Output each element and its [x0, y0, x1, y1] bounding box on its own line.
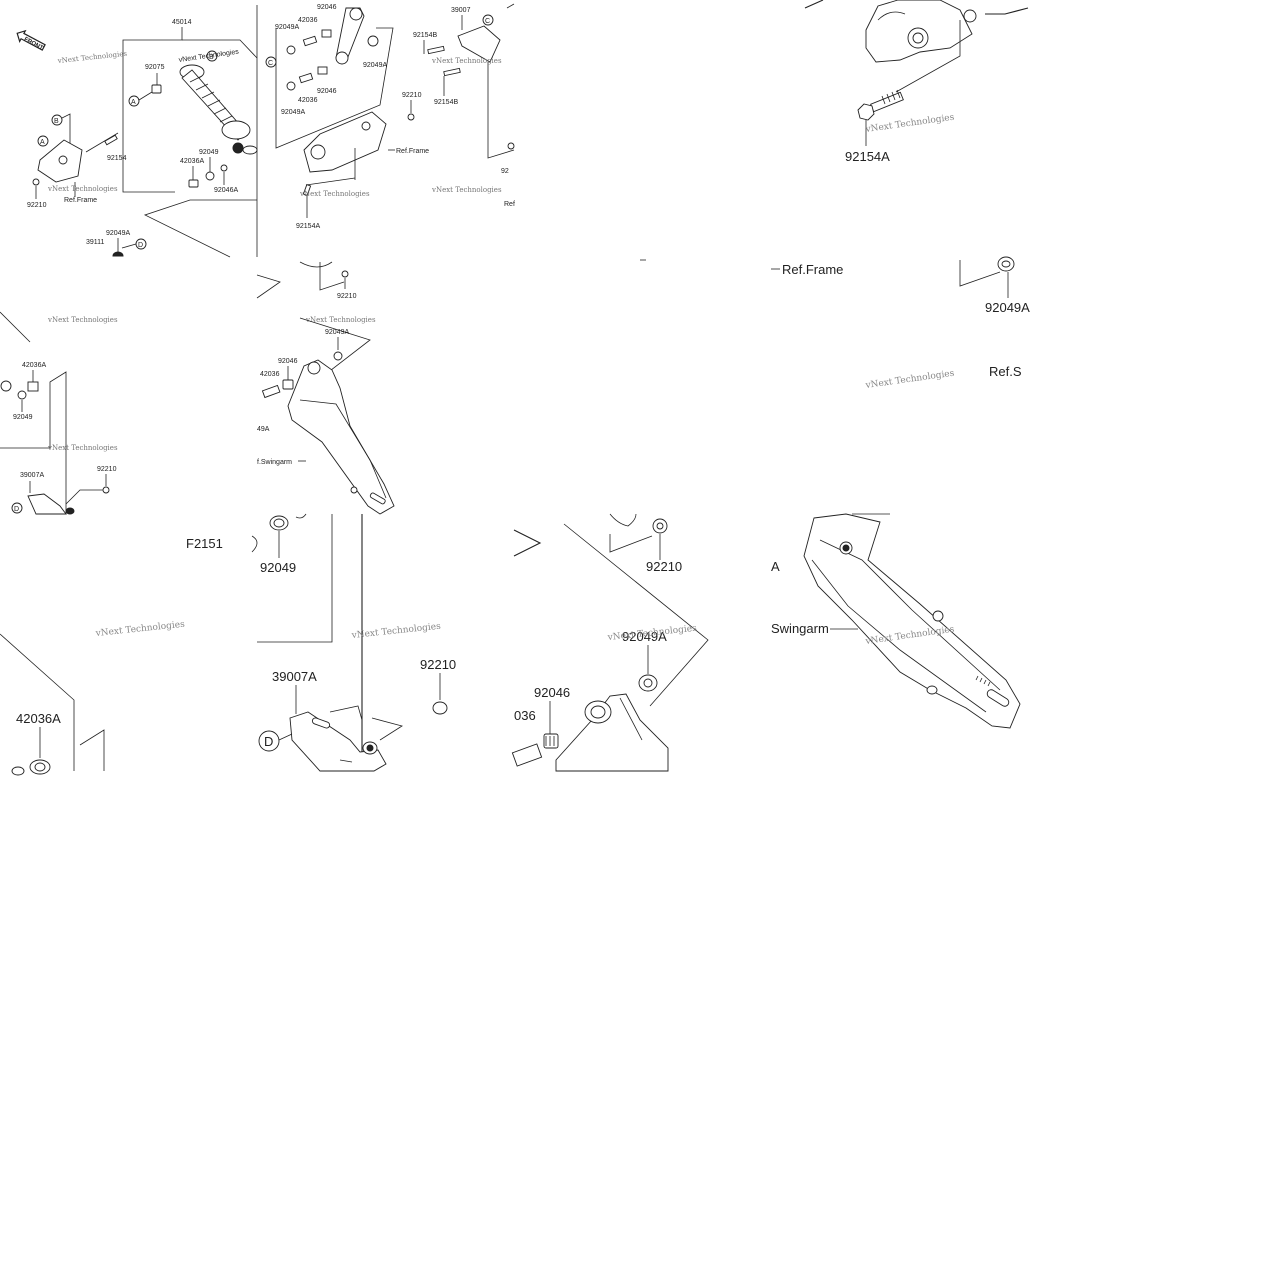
watermark-tiny: vNext Technologies [47, 185, 118, 193]
tile-overview-shock: FRONT vNext Technologies 45014 B vNext T… [16, 19, 258, 258]
part-92210-c: 92210 [97, 466, 117, 473]
part-92049A-mid: 92049A [363, 62, 387, 69]
watermark-small: vNext Technologies [178, 49, 239, 64]
link-arm-icon [555, 693, 669, 772]
z-part-92049A-b: 92049A [622, 629, 667, 644]
part-92210-d: 92210 [337, 293, 357, 300]
part-92075: 92075 [145, 64, 165, 71]
z-part-92154A: 92154A [845, 149, 890, 164]
part-42036A: 42036A [180, 158, 204, 165]
part-92046-d: 92046 [278, 358, 298, 365]
watermark-tiny-6: vNext Technologies [47, 444, 118, 452]
left-bracket-icon: B A [32, 113, 83, 197]
part-92154B-a: 92154B [413, 32, 437, 39]
z-ref-s: Ref.S [989, 364, 1022, 379]
part-42036A-b: 42036A [22, 362, 46, 369]
z-part-39007A: 39007A [272, 669, 317, 684]
callout-d: D [138, 242, 143, 249]
part-92049A: 92049A [106, 230, 130, 237]
bolt-icon [857, 89, 904, 121]
part-42036-d: 42036 [260, 371, 280, 378]
watermark-tiny-5: vNext Technologies [47, 316, 118, 324]
part-92049: 92049 [199, 149, 219, 156]
swingarm-icon [803, 513, 1021, 729]
part-45014: 45014 [172, 19, 192, 26]
part-92049A-top: 92049A [275, 24, 299, 31]
watermark-zoom-1: vNext Technologies [864, 113, 955, 136]
part-49A-cut: 49A [257, 426, 270, 433]
watermark-zoom-3: vNext Technologies [94, 620, 185, 639]
front-arrow-icon: FRONT [16, 29, 46, 52]
watermark-zoom-2: vNext Technologies [864, 369, 955, 392]
watermark-tiny-7: vNext Technologies [305, 316, 376, 324]
part-92154: 92154 [107, 155, 127, 162]
part-92046-top: 92046 [317, 4, 337, 11]
z-part-92049A: 92049A [985, 300, 1030, 315]
watermark-tiny-3: vNext Technologies [431, 186, 502, 194]
callout-d-b: D [14, 506, 19, 513]
part-92049-b: 92049 [13, 414, 33, 421]
part-92046-mid: 92046 [317, 88, 337, 95]
bracket-39007A-icon [289, 711, 387, 772]
callout-b: B [209, 54, 214, 61]
swingarm-icon [287, 359, 395, 515]
watermark-tiny-2: vNext Technologies [299, 190, 370, 198]
tile-overview-linkage: C 92049A 42036 92046 92049A 42036 92046 … [256, 3, 515, 257]
z-ref-frame: Ref.Frame [782, 262, 843, 277]
z-part-92049: 92049 [260, 560, 296, 575]
tile-zoom-ref-frame: Ref.Frame 92049A Ref.S vNext Technologie… [640, 256, 1030, 392]
z-part-92210-b: 92210 [420, 657, 456, 672]
z-part-036: 036 [514, 708, 536, 723]
part-92154A: 92154A [296, 223, 320, 230]
part-39007: 39007 [451, 7, 471, 14]
callout-a-left: A [40, 139, 45, 146]
frame-pivot-icon [303, 111, 395, 173]
watermark: vNext Technologies [56, 50, 127, 65]
z-ref-swingarm: Swingarm [771, 621, 829, 636]
part-39007A-b: 39007A [20, 472, 44, 479]
tile-lower-left: 42036A 92049 vNext Technologies vNext Te… [0, 311, 118, 515]
shock-absorber-icon: B [179, 50, 258, 155]
part-92210-top: 92210 [402, 92, 422, 99]
callout-b-left: B [54, 118, 59, 125]
part-92-cut: 92 [501, 168, 509, 175]
part-92154B-b: 92154B [434, 99, 458, 106]
frame-pivot-icon [865, 0, 977, 63]
tile-zoom-swingarm: A Swingarm vNext Technologies [771, 513, 1021, 729]
part-92049A-low: 92049A [281, 109, 305, 116]
z-a-cut: A [771, 559, 780, 574]
callout-a: A [131, 99, 136, 106]
z-f2151: F2151 [186, 536, 223, 551]
z-part-42036A: 42036A [16, 711, 61, 726]
callout-c: C [268, 60, 273, 67]
part-42036-top: 42036 [298, 17, 318, 24]
part-92210: 92210 [27, 202, 47, 209]
tile-zoom-39007A: 92049 vNext Technologies 39007A D 92210 [257, 513, 456, 772]
tile-zoom-92046: 92210 92049A vNext Technologies 92046 03… [511, 513, 709, 772]
callout-c-right: C [485, 18, 490, 25]
part-92049A-d: 92049A [325, 329, 349, 336]
ref-swingarm-short: f.Swingarm [257, 459, 292, 466]
z-part-92046-b: 92046 [534, 685, 570, 700]
tile-zoom-42036A: 42036A F2151 vNext Technologies [0, 535, 258, 776]
z-callout-d: D [264, 734, 273, 749]
part-39111: 39111 [86, 239, 105, 246]
part-92046A: 92046A [214, 187, 238, 194]
part-42036-mid: 42036 [298, 97, 318, 104]
ref-cut: Ref [504, 201, 515, 208]
z-part-92210-c: 92210 [646, 559, 682, 574]
watermark-zoom-4: vNext Technologies [350, 622, 441, 641]
tile-lower-mid: 92210 vNext Technologies 92049A 92046 42… [256, 261, 395, 515]
ref-frame-mid: Ref.Frame [396, 148, 429, 155]
watermark-tiny-4: vNext Technologies [431, 57, 502, 65]
tile-zoom-bolt: 92154A vNext Technologies [804, 0, 1029, 164]
ref-frame-left: Ref.Frame [64, 197, 97, 204]
